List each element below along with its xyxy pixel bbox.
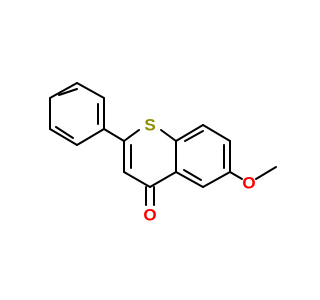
carbonyl-oxygen-atom: O [143, 206, 156, 225]
bond-c3-c4 [123, 171, 151, 188]
double-bond-inner [55, 126, 74, 139]
bond-o-methyl [255, 166, 277, 180]
bond [202, 124, 231, 142]
bond [175, 124, 204, 142]
sulfur-atom: S [144, 116, 155, 135]
bond-s-c8a [160, 129, 177, 142]
bond-c2-s [123, 129, 140, 142]
structure-canvas: S O O [49, 82, 277, 225]
bond-ring-o [229, 171, 243, 180]
bond-c4-c4a [149, 171, 177, 188]
molecule-structure: S O O [49, 82, 277, 225]
double-bond-inner [183, 169, 202, 181]
bond [49, 128, 78, 146]
double-bond-inner [184, 130, 204, 142]
bond [49, 82, 78, 99]
benzo-ring [175, 124, 231, 188]
bond [202, 171, 231, 188]
bond [76, 82, 105, 99]
phenyl-ring [49, 82, 105, 146]
double-bond-inner [58, 88, 78, 96]
bond [76, 128, 105, 146]
methoxy-oxygen-atom: O [242, 174, 255, 193]
bond-phenyl-c2 [103, 128, 125, 142]
thiopyranone-ring [123, 129, 177, 206]
bond [175, 171, 204, 188]
